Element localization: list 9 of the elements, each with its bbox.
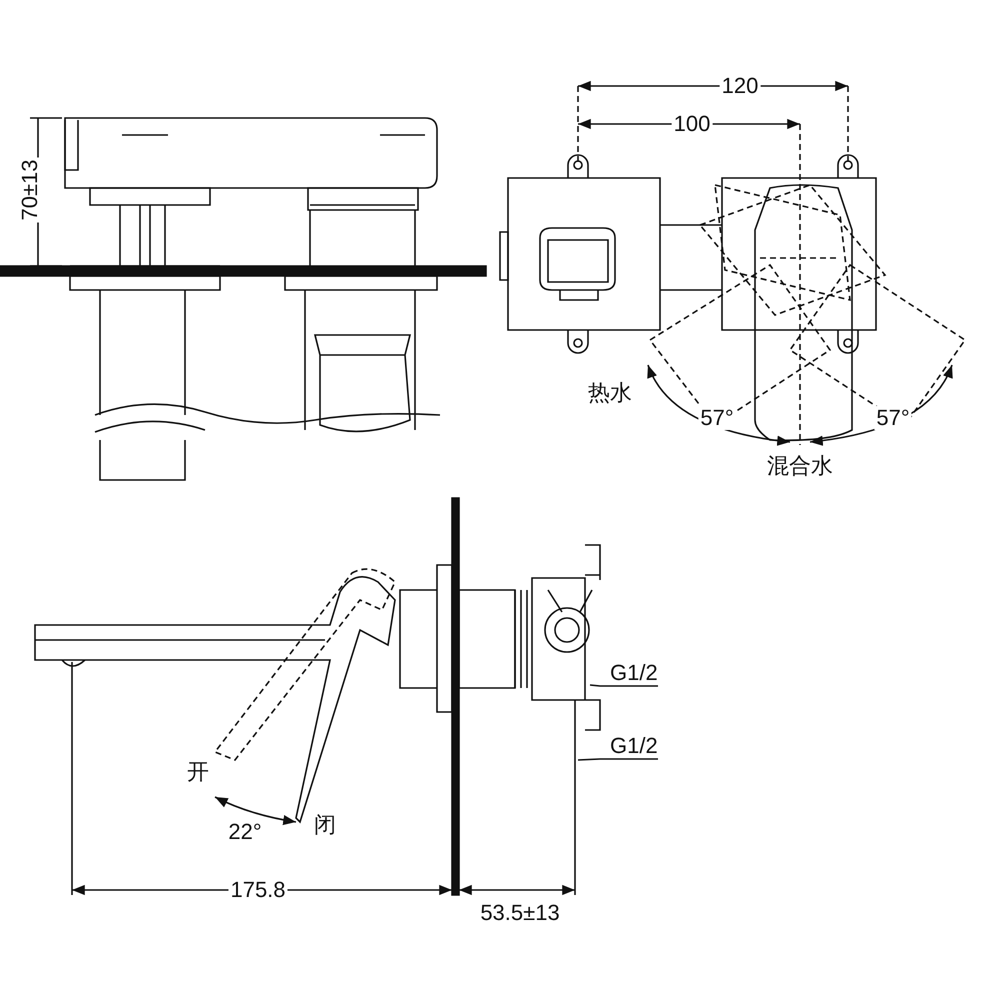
angle-label: 57°	[874, 406, 912, 430]
thread-label: G1/2	[610, 660, 658, 686]
direction-label: 开	[185, 760, 211, 784]
direction-label: 混合水	[765, 454, 835, 478]
angle-label: 57°	[698, 406, 736, 430]
leader-line	[578, 758, 658, 761]
thread-label: G1/2	[610, 733, 658, 759]
leader-line	[590, 684, 658, 687]
direction-label: 热水	[586, 381, 634, 405]
